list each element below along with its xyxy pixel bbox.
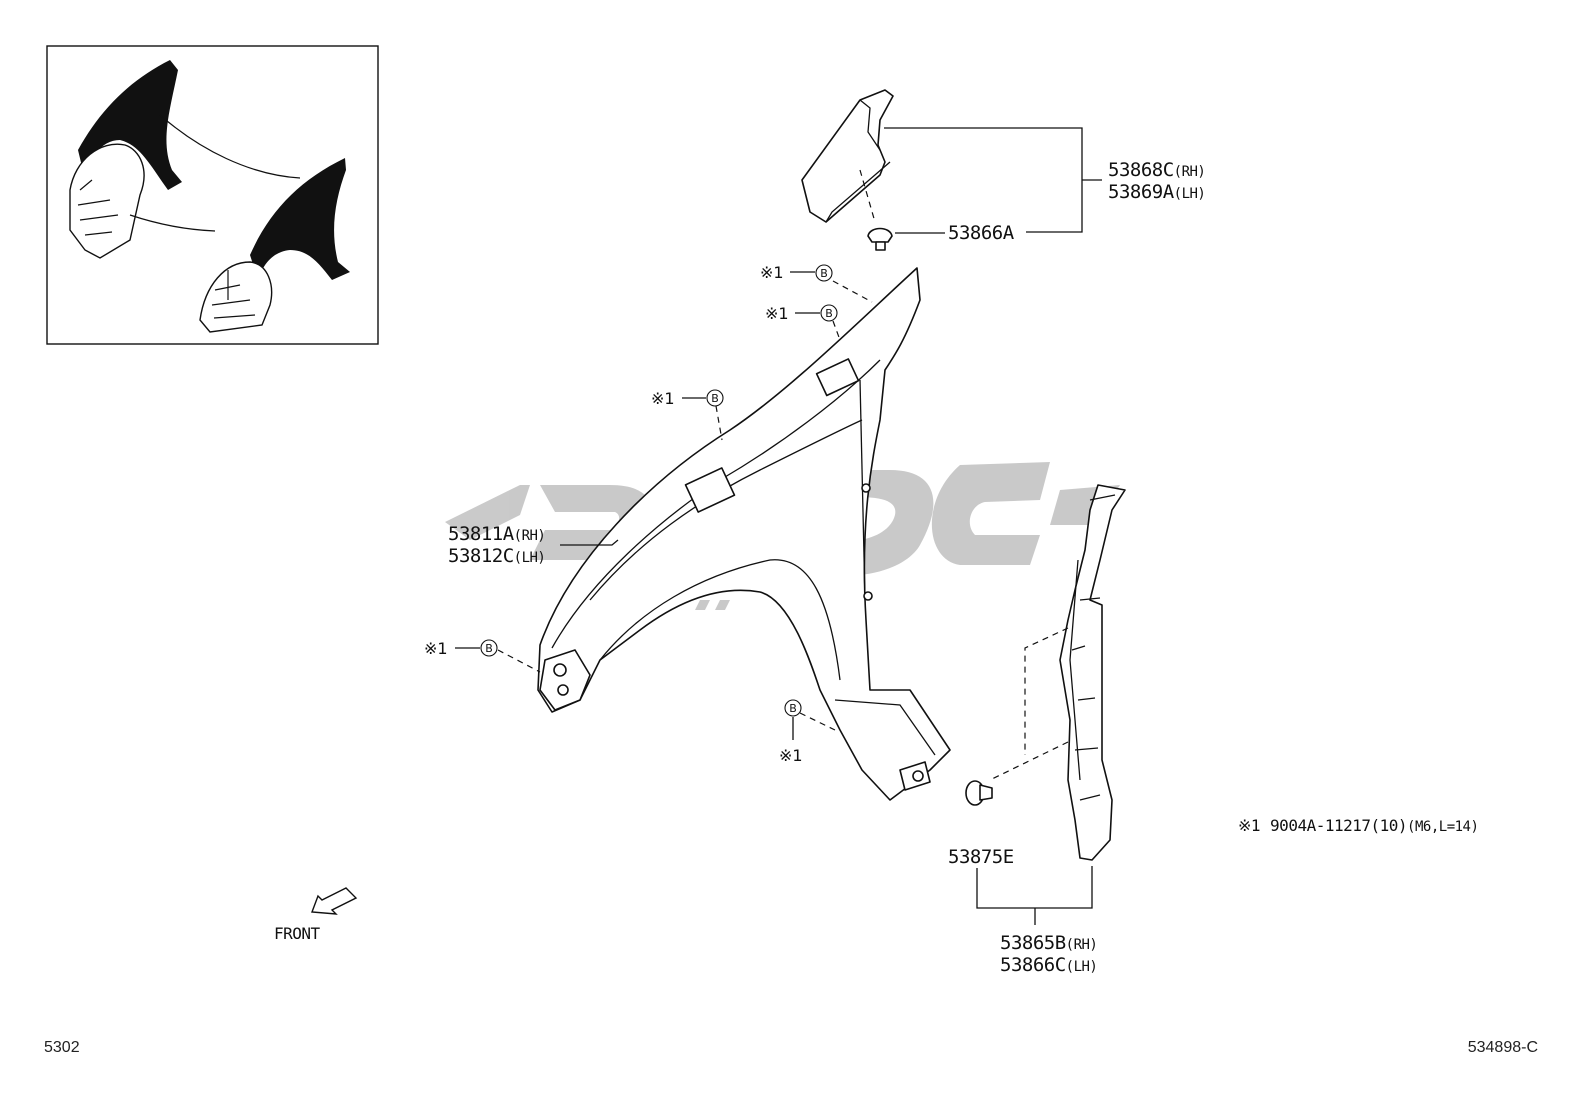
label-fender-lh: 53812C(LH)	[448, 545, 545, 567]
clip-upper	[867, 227, 893, 251]
overview-inset	[46, 45, 379, 345]
front-fender	[537, 267, 951, 801]
fastener-mark-2: ※1	[765, 304, 789, 323]
bolt-symbol-3: B	[711, 392, 719, 405]
page-code: 5302	[44, 1039, 80, 1056]
bolt-symbol-4: B	[485, 642, 493, 655]
bolt-symbol-5: B	[789, 702, 797, 715]
upper-fender-cover	[801, 89, 894, 223]
label-protector-lh: 53866C(LH)	[1000, 954, 1097, 976]
label-fender-rh: 53811A(RH)	[448, 523, 545, 545]
diagram-code: 534898-C	[1467, 1039, 1538, 1056]
label-clip-upper: 53866A	[948, 222, 1015, 244]
fastener-mark-1: ※1	[760, 263, 784, 282]
label-protector-rh: 53865B(RH)	[1000, 932, 1097, 954]
front-label: FRONT	[274, 924, 321, 943]
fastener-mark-3: ※1	[651, 389, 675, 408]
front-arrow-icon	[311, 887, 358, 915]
label-upper-cover-rh: 53868C(RH)	[1108, 159, 1205, 181]
fastener-mark-4: ※1	[424, 639, 448, 658]
fastener-callouts: B B B B B ※1 ※1 ※1 ※1 ※1	[424, 263, 873, 765]
fastener-mark-5: ※1	[779, 746, 803, 765]
clip-lower	[965, 780, 993, 806]
bolt-symbol-1: B	[820, 267, 828, 280]
label-upper-cover-lh: 53869A(LH)	[1108, 181, 1205, 203]
label-clip-lower: 53875E	[948, 846, 1014, 868]
bolt-symbol-2: B	[825, 307, 833, 320]
fender-protector	[1059, 484, 1126, 861]
